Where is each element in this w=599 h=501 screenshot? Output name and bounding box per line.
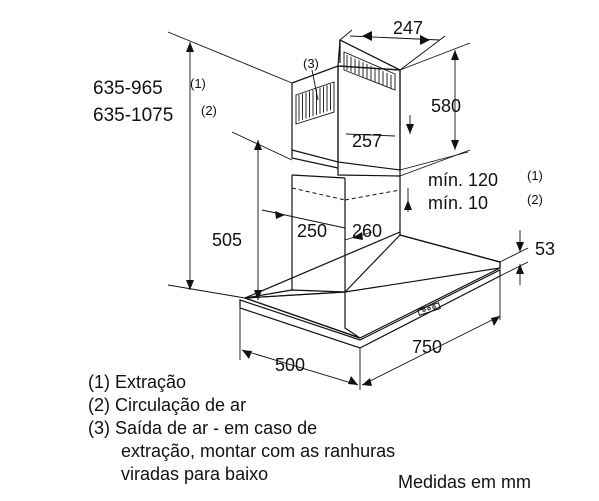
- legend-item-circulation: (2) Circulação de ar: [88, 395, 246, 415]
- label-hood-thickness: 53: [535, 239, 555, 259]
- label-min-extraction-ref: (1): [527, 168, 543, 183]
- label-min-extraction: mín. 120: [428, 170, 498, 190]
- legend-item-air-outlet-line2: extração, montar com as ranhuras: [121, 441, 395, 461]
- label-chimney-upper-height: 580: [431, 96, 461, 116]
- label-vent-callout: (3): [303, 56, 319, 71]
- rear-vent-slots: [343, 51, 396, 91]
- dimension-lines: [167, 29, 529, 390]
- label-chimney-lower-depth: 250: [297, 221, 327, 241]
- units-note: Medidas em mm: [398, 472, 531, 492]
- control-panel: [417, 302, 441, 316]
- label-height-range-1: 635-965: [93, 78, 163, 99]
- lower-chimney: [291, 174, 401, 292]
- upper-chimney: [291, 39, 401, 177]
- legend-item-air-outlet-line3: viradas para baixo: [121, 464, 268, 484]
- label-chimney-width: 247: [393, 18, 423, 38]
- label-chimney-upper-depth: 257: [352, 131, 382, 151]
- label-height-range-2: 635-1075: [93, 105, 173, 126]
- label-body-height: 505: [212, 230, 242, 250]
- legend: (1) Extração (2) Circulação de ar (3) Sa…: [88, 372, 531, 492]
- label-hood-width: 750: [412, 337, 442, 357]
- label-height-range-1-ref: (1): [190, 76, 206, 91]
- label-hood-depth: 500: [275, 355, 305, 375]
- front-vent-slots: [295, 81, 335, 125]
- label-chimney-lower-width: 260: [352, 221, 382, 241]
- legend-item-air-outlet: (3) Saída de ar - em caso de: [88, 418, 317, 438]
- label-height-range-2-ref: (2): [201, 103, 217, 118]
- legend-item-extraction: (1) Extração: [88, 372, 186, 392]
- label-min-circulation-ref: (2): [527, 192, 543, 207]
- label-min-circulation: mín. 10: [428, 193, 488, 213]
- dimension-labels: 635-965 (1) 635-1075 (2) (3) 247 580 257…: [93, 18, 555, 375]
- hood-body: [239, 231, 501, 349]
